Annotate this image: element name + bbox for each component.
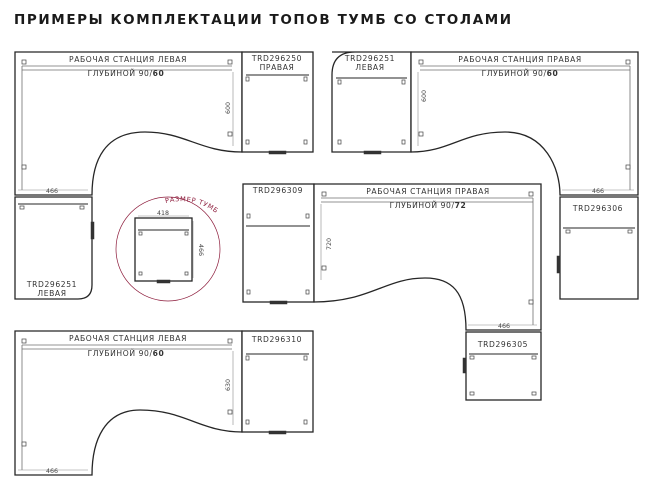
set2-station-name: РАБОЧАЯ СТАНЦИЯ ПРАВАЯ [458,55,582,64]
set1-cabinet-top-code: TRD296250 [251,54,302,63]
set4-depth-label: ГЛУБИНОЙ 90/60 [88,349,165,358]
set1-station-name: РАБОЧАЯ СТАНЦИЯ ЛЕВАЯ [69,55,187,64]
set-1-cabinet-bottom: TRD296251 ЛЕВАЯ [14,196,95,300]
cabinet-size-depth: 466 [197,244,204,256]
set1-cabinet-top-side: ПРАВАЯ [260,63,295,72]
set2-depth-value: 60 [547,69,559,78]
set4-cabinet-code: TRD296310 [251,335,302,344]
set-3-cabinet-left: TRD296309 [242,183,315,305]
set4-width-dim: 466 [46,468,58,475]
set3-depth-label: ГЛУБИНОЙ 90/72 [390,201,467,210]
set2-depth-dim: 600 [421,90,428,102]
set-2-right-workstation: РАБОЧАЯ СТАНЦИЯ ПРАВАЯ ГЛУБИНОЙ 90/60 60… [410,51,639,196]
set2-cabinet-side: ЛЕВАЯ [355,63,384,72]
set3-depth-dim: 720 [326,238,333,250]
set1-depth-value: 60 [153,69,165,78]
set1-depth-dim: 600 [225,102,232,114]
set-3-cabinet-bottom: TRD296305 [462,331,542,401]
set-3-right-workstation: РАБОЧАЯ СТАНЦИЯ ПРАВАЯ ГЛУБИНОЙ 90/72 72… [313,183,542,331]
cabinet-size-caption: РАЗМЕР ТУМБ [164,195,220,215]
set3-depth-value: 72 [455,201,467,210]
set1-depth-prefix: ГЛУБИНОЙ 90/ [88,69,153,78]
cabinet-size-detail: РАЗМЕР ТУМБ 418 466 [115,195,221,302]
set1-width-dim: 466 [46,188,58,195]
set4-depth-value: 60 [153,349,165,358]
set3-cabinet-bottom-code: TRD296305 [477,340,528,349]
set-2-cabinet-right: TRD296306 [556,196,639,300]
set2-depth-label: ГЛУБИНОЙ 90/60 [482,69,559,78]
set1-cabinet-bottom-side: ЛЕВАЯ [37,289,66,298]
set-1-left-workstation: РАБОЧАЯ СТАНЦИЯ ЛЕВАЯ ГЛУБИНОЙ 90/60 600… [14,51,243,196]
cabinet-size-width: 418 [157,210,169,217]
set4-station-name: РАБОЧАЯ СТАНЦИЯ ЛЕВАЯ [69,334,187,343]
set4-depth-dim: 630 [225,379,232,391]
set1-cabinet-bottom-code: TRD296251 [26,280,77,289]
set-4-cabinet-right: TRD296310 [241,330,314,435]
page-title: ПРИМЕРЫ КОМПЛЕКТАЦИИ ТОПОВ ТУМБ СО СТОЛА… [14,12,513,28]
set-4-left-workstation: РАБОЧАЯ СТАНЦИЯ ЛЕВАЯ ГЛУБИНОЙ 90/60 630… [14,330,243,476]
set2-width-dim: 466 [592,188,604,195]
set2-cabinet-code: TRD296251 [344,54,395,63]
set4-depth-prefix: ГЛУБИНОЙ 90/ [88,349,153,358]
set-2-cabinet-left: TRD296251 ЛЕВАЯ [331,51,412,155]
set3-station-name: РАБОЧАЯ СТАНЦИЯ ПРАВАЯ [366,187,490,196]
set3-cabinet-code: TRD296309 [252,186,303,195]
set2-cabinet-right-code: TRD296306 [572,204,623,213]
set2-depth-prefix: ГЛУБИНОЙ 90/ [482,69,547,78]
set-1-cabinet-right: TRD296250 ПРАВАЯ [241,51,314,155]
set1-depth-label: ГЛУБИНОЙ 90/60 [88,69,165,78]
set3-width-dim: 466 [498,323,510,330]
set3-depth-prefix: ГЛУБИНОЙ 90/ [390,201,455,210]
